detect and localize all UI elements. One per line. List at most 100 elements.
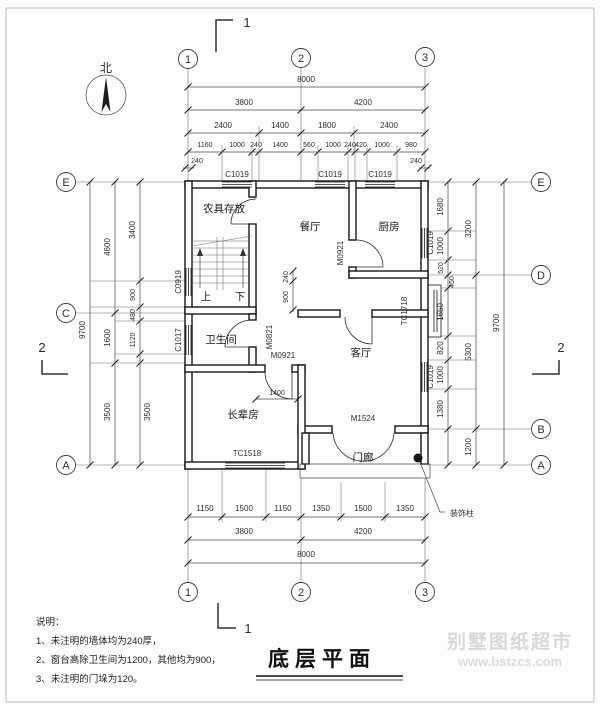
- door-label: M0821: [265, 324, 274, 349]
- window-label: TC1718: [400, 296, 409, 325]
- dim: 1150: [196, 504, 214, 513]
- grid-bottom-3: 3: [422, 587, 428, 599]
- dim: 900: [130, 289, 137, 301]
- dim: 8000: [297, 75, 315, 84]
- dim: 1500: [354, 504, 372, 513]
- room-storage: 农具存放: [203, 202, 245, 215]
- notes: 说明： 1、未注明的墙体均为240厚， 2、窗台高除卫生间为1200，其他均为9…: [36, 616, 221, 685]
- dim: 3200: [464, 220, 473, 238]
- window-label: C0919: [174, 270, 183, 294]
- dim: 240: [344, 142, 356, 149]
- dim: 1800: [318, 121, 336, 130]
- dimensions-right: 1680 1000 520 450 1650 820 1000 1380 320…: [428, 178, 508, 469]
- grid-left-E: E: [62, 177, 69, 189]
- dim: 1400: [272, 142, 288, 149]
- window-label: C1019: [426, 231, 435, 255]
- dim: 1000: [436, 237, 445, 255]
- drawing-title: 底层平面: [268, 647, 376, 671]
- dim: 1380: [436, 400, 445, 418]
- grid-top-2: 2: [298, 53, 304, 65]
- grid-left-C: C: [62, 308, 70, 320]
- dim: 1400: [271, 121, 289, 130]
- north-arrow-icon: [101, 77, 111, 112]
- title-block: 底层平面: [256, 647, 403, 681]
- north-circle: [85, 74, 127, 116]
- dim: 240: [283, 271, 290, 283]
- dim: 1000: [229, 142, 245, 149]
- dim: 1150: [274, 504, 292, 513]
- stairs-up-label: 上: [201, 291, 212, 303]
- room-living: 客厅: [351, 346, 372, 359]
- dim: 1350: [312, 504, 330, 513]
- dim: 240: [250, 142, 262, 149]
- dim: 520: [438, 262, 445, 274]
- door-label: M0921: [271, 351, 296, 360]
- dimensions-inner: 240 900 1400: [252, 267, 302, 403]
- dim: 3800: [235, 527, 253, 536]
- dim: 3800: [235, 98, 253, 107]
- room-porch: 门廊: [353, 451, 374, 464]
- opening-labels: C1019 C1019 C1019 C0919 C1017 C1019 TC17…: [174, 170, 435, 458]
- dim: 240: [410, 158, 422, 165]
- dim: 9700: [492, 314, 501, 332]
- dim: 980: [405, 142, 417, 149]
- window-label: C1019: [368, 170, 392, 179]
- dim: 4200: [354, 98, 372, 107]
- room-elder: 长辈房: [227, 408, 259, 421]
- section-top-label: 1: [243, 15, 250, 30]
- grid-right-E: E: [537, 177, 544, 189]
- dim: 5300: [464, 343, 473, 361]
- grid-top-1: 1: [185, 54, 191, 66]
- room-dining: 餐厅: [300, 220, 321, 233]
- dimensions-bottom: 1150 1500 1150 1350 1500 1350 3800 4200 …: [184, 470, 429, 567]
- decorative-column-label: 装饰柱: [450, 508, 474, 518]
- dim: 8000: [297, 550, 315, 559]
- dim: 1000: [325, 142, 341, 149]
- section-left-label: 2: [38, 340, 45, 355]
- watermark-line2: www.bstzcs.com: [457, 654, 562, 669]
- grid-lines: [75, 68, 531, 582]
- watermark: 别墅图纸超市 www.bstzcs.com: [446, 630, 571, 669]
- bay-window: [427, 284, 442, 338]
- dim: 1350: [396, 504, 414, 513]
- page-border: [5, 7, 595, 703]
- grid-left-A: A: [62, 460, 70, 472]
- dim: 3400: [128, 221, 137, 239]
- dim: 4600: [103, 238, 112, 256]
- dim: 1600: [103, 329, 112, 347]
- window-label: C1019: [318, 170, 342, 179]
- decorative-column: [413, 453, 423, 463]
- dimensions-left: 9700 4600 1600 3500 3400 900 480 1120 35…: [78, 178, 185, 469]
- dim: 3500: [103, 403, 112, 421]
- notes-item-1: 1、未注明的墙体均为240厚，: [36, 635, 162, 647]
- section-bottom-label: 1: [244, 621, 251, 636]
- room-labels: 农具存放 餐厅 厨房 卫生间 客厅 长辈房 门廊: [203, 202, 400, 464]
- dim: 1120: [130, 332, 137, 347]
- dim: 240: [191, 158, 203, 165]
- door-label: M0921: [336, 240, 345, 265]
- section-markers: 1 1 2 2: [38, 15, 564, 636]
- dim: 2400: [214, 121, 232, 130]
- room-kitchen: 厨房: [379, 220, 400, 233]
- notes-item-2: 2、窗台高除卫生间为1200，其他均为900，: [36, 654, 221, 666]
- dim: 1000: [374, 142, 390, 149]
- grid-right-B: B: [537, 424, 544, 436]
- grid-right-A: A: [537, 460, 545, 472]
- dim: 560: [303, 142, 315, 149]
- dim: 420: [355, 142, 367, 149]
- dim: 450: [449, 276, 456, 288]
- porch: 装饰柱: [299, 453, 474, 518]
- window-label: C1019: [426, 365, 435, 389]
- dim: 1650: [436, 303, 445, 321]
- grid-bottom-1: 1: [185, 587, 191, 599]
- notes-item-3: 3、未注明的门垛为120。: [36, 673, 143, 685]
- door-label: M1524: [351, 414, 376, 423]
- dim: 1000: [436, 366, 445, 384]
- staircase: 上 下: [191, 235, 253, 303]
- dim: 9700: [78, 321, 87, 339]
- dim: 1400: [269, 390, 285, 397]
- dim: 1160: [197, 142, 212, 149]
- window-label: C1019: [225, 170, 249, 179]
- stairs-down-label: 下: [235, 291, 246, 303]
